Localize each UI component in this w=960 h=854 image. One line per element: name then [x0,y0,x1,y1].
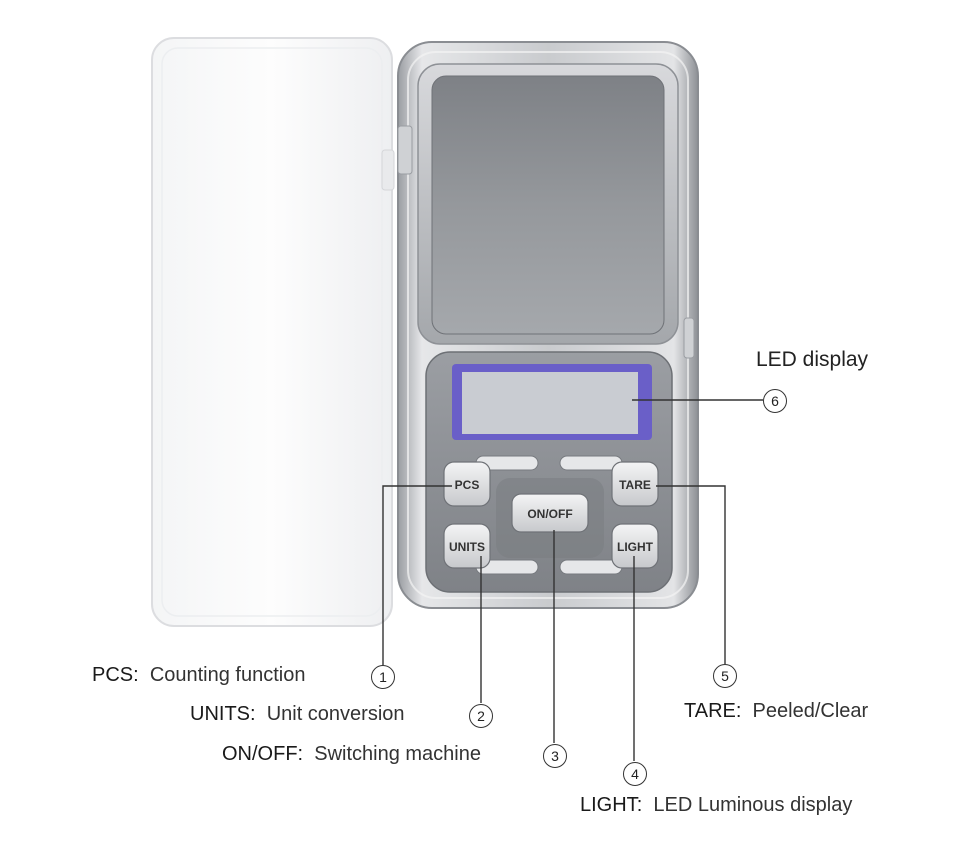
label-onoff: ON/OFF: Switching machine [222,743,481,766]
transparent-lid [151,37,413,627]
marker-3: 3 [543,744,567,768]
units-button[interactable]: UNITS [443,523,491,569]
label-tare-key: TARE [684,700,736,722]
label-light: LIGHT: LED Luminous display [580,794,852,817]
marker-5: 5 [713,664,737,688]
marker-2: 2 [469,704,493,728]
label-pcs-sep: : [133,664,139,686]
svg-text:PCS: PCS [455,478,480,492]
label-onoff-key: ON/OFF [222,743,298,765]
marker-6: 6 [763,389,787,413]
label-onoff-desc: Switching machine [314,743,481,765]
tare-button[interactable]: TARE [611,461,659,507]
label-units: UNITS: Unit conversion [190,703,405,726]
label-light-sep: : [636,794,643,816]
svg-text:ON/OFF: ON/OFF [527,507,572,521]
label-units-sep: : [250,703,256,725]
lcd-display [452,364,652,440]
leader-pcs [382,485,452,665]
onoff-button[interactable]: ON/OFF [511,493,589,533]
label-tare-desc: Peeled/Clear [752,700,869,722]
svg-text:LIGHT: LIGHT [617,540,654,554]
svg-text:TARE: TARE [619,478,651,492]
light-button[interactable]: LIGHT [611,523,659,569]
label-pcs-desc: Counting function [149,664,306,686]
callout-lines [382,399,763,761]
label-light-key: LIGHT [580,794,637,816]
leader-tare [656,485,726,664]
pcs-button[interactable]: PCS [443,461,491,507]
label-tare: TARE: Peeled/Clear [684,700,868,723]
label-pcs-key: PCS [92,664,134,686]
label-units-key: UNITS [190,703,250,725]
marker-1: 1 [371,665,395,689]
label-units-desc: Unit conversion [266,703,405,725]
weighing-plate [417,63,679,345]
label-led-display: LED display [756,348,869,371]
label-pcs: PCS: Counting function [92,664,305,687]
label-light-desc: LED Luminous display [653,794,853,816]
label-tare-sep: : [735,700,742,722]
marker-4: 4 [623,762,647,786]
label-onoff-sep: : [297,743,304,765]
svg-text:UNITS: UNITS [449,540,485,554]
